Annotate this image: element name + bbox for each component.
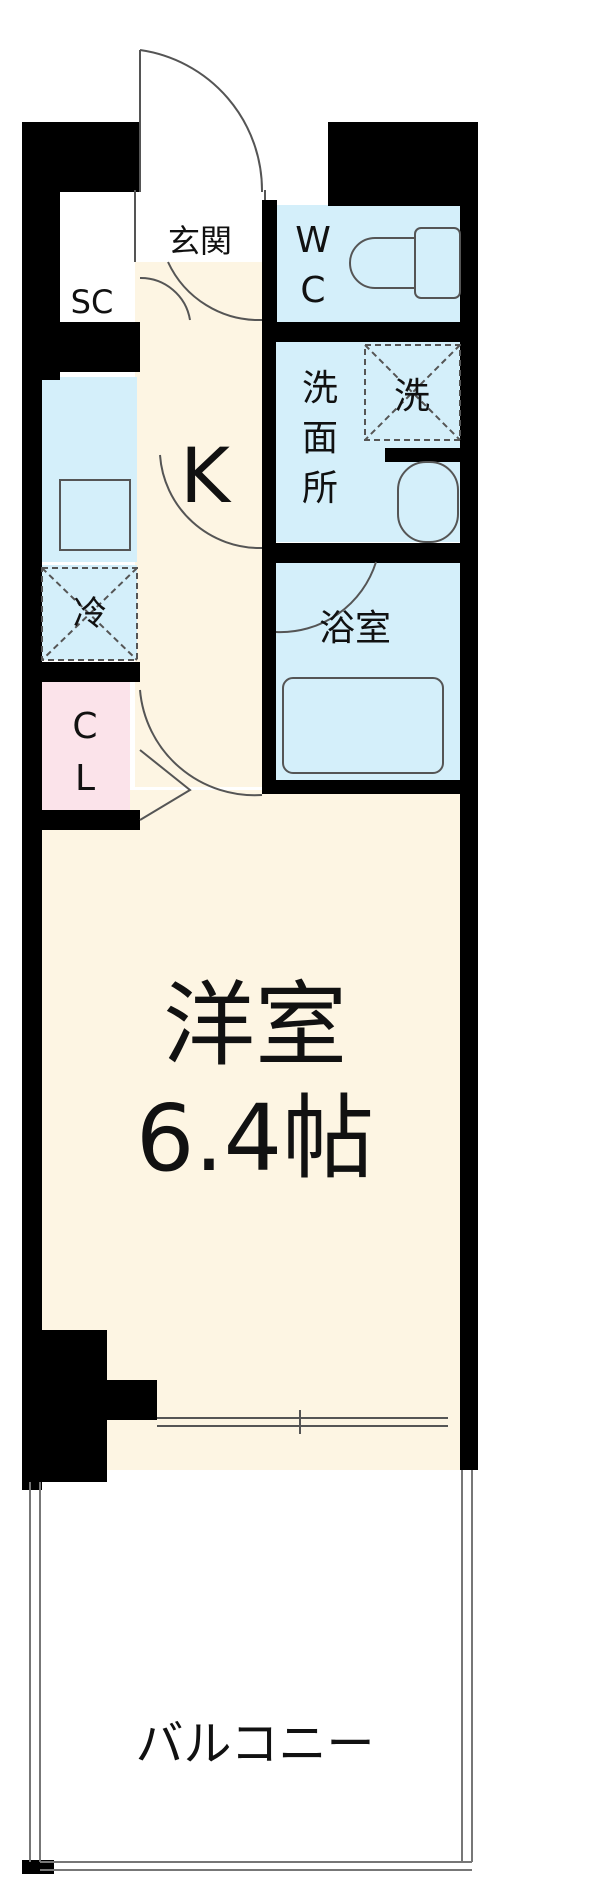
wall-kitchen-right — [262, 200, 277, 325]
washer-area — [364, 344, 461, 441]
toilet-bowl-icon — [349, 237, 415, 289]
bathtub — [282, 677, 444, 774]
wc-label-w: W — [295, 220, 331, 261]
sc-door-swing — [139, 276, 191, 321]
fridge-outline — [41, 567, 138, 661]
washroom-label-1: 洗 — [302, 368, 338, 409]
closet-label-c: C — [72, 706, 97, 747]
sc-floor — [55, 275, 130, 323]
wall-right-outer — [460, 122, 478, 1470]
fixtures — [41, 227, 461, 774]
entrance-floor — [135, 190, 265, 262]
balcony-label: バルコニー — [135, 1716, 374, 1772]
entrance-label: 玄関 — [168, 222, 232, 260]
wall-fridge-bottom — [22, 662, 140, 682]
washer-label: 洗 — [394, 376, 430, 417]
wall-top-right-block — [328, 122, 478, 206]
wc-label-c: C — [300, 270, 325, 311]
closet-door-swing — [139, 689, 263, 797]
kitchen-label: K — [180, 431, 232, 520]
entrance-door-swing — [139, 49, 264, 193]
bath-door-swing — [275, 561, 377, 634]
closet-label-l: L — [75, 758, 95, 799]
toilet-tank — [414, 227, 461, 299]
sc-label: SC — [71, 283, 114, 321]
windows — [134, 190, 448, 1434]
sink — [397, 461, 459, 543]
wall-sc-divider — [22, 322, 140, 372]
wall-closet-bottom — [22, 810, 140, 830]
closet-floor — [40, 682, 130, 812]
washroom-label-3: 所 — [302, 468, 338, 509]
western-room-label: 洋室 — [163, 972, 347, 1079]
doors — [139, 49, 377, 821]
labels: 玄関 W C SC 洗 面 所 洗 K 冷 浴室 C L 洋室 6.4帖 バルコ… — [71, 220, 430, 1772]
wall-bottom-left-step — [22, 1380, 157, 1420]
wall-bath-bottom — [262, 780, 468, 794]
wc-floor — [275, 205, 465, 323]
wc-door-swing — [167, 261, 263, 322]
bath-floor — [275, 563, 460, 780]
kitchen-door-swing — [159, 454, 263, 550]
kitchen-counter — [42, 377, 137, 562]
balcony — [29, 1470, 473, 1871]
western-room-size: 6.4帖 — [136, 1085, 374, 1192]
walls — [22, 122, 478, 1874]
wall-left-outer — [22, 122, 42, 1490]
bath-label: 浴室 — [319, 608, 391, 649]
wall-wc-bottom — [262, 322, 462, 342]
wall-washer-divider — [385, 448, 463, 462]
western-room-floor — [40, 790, 468, 1470]
fridge-space — [42, 565, 137, 660]
fridge-label: 冷 — [73, 594, 107, 634]
washroom-label-2: 面 — [302, 418, 338, 459]
floors — [40, 190, 468, 1470]
wall-washroom-bottom — [262, 543, 462, 563]
kitchen-floor — [135, 262, 265, 787]
washroom-floor — [275, 342, 465, 542]
stove-counter — [59, 479, 131, 551]
wall-washroom-left — [262, 342, 276, 792]
